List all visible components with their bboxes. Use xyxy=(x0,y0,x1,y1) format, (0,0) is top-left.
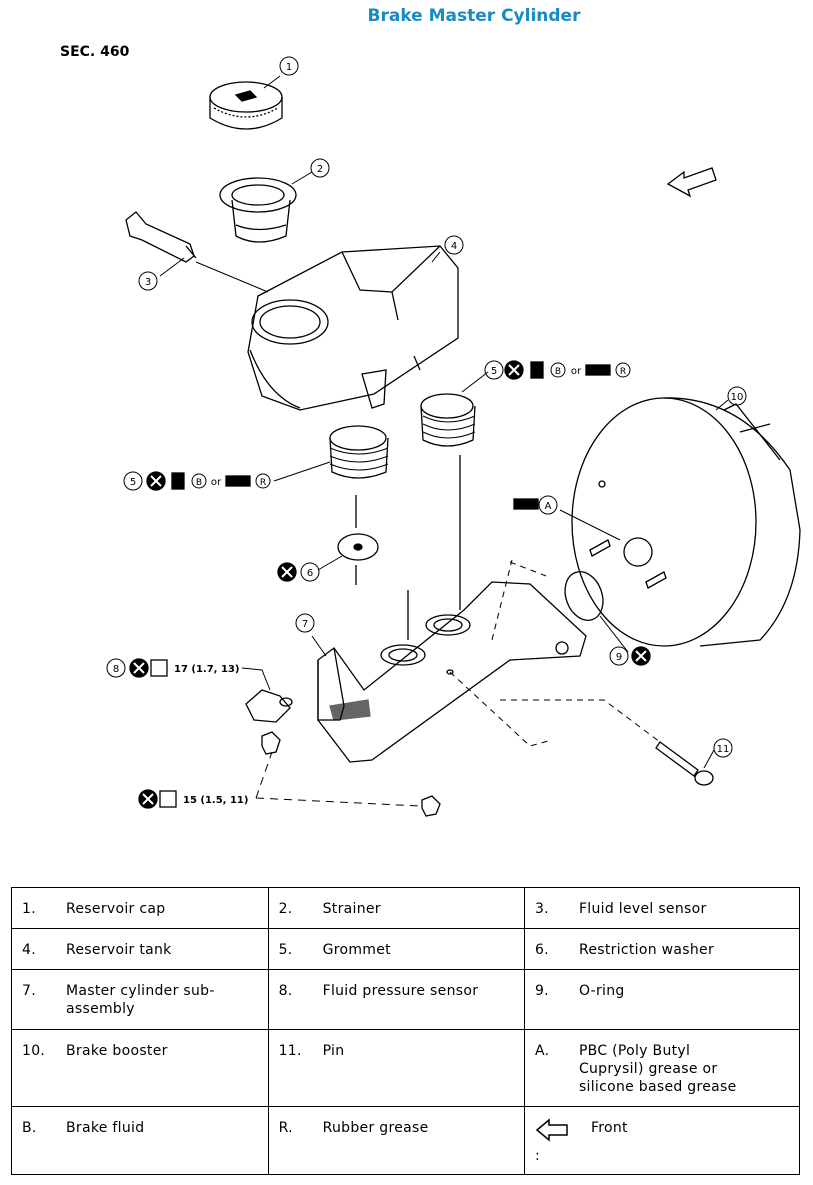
master-cylinder-part xyxy=(317,455,587,763)
callout-2: 2 xyxy=(317,164,323,175)
callout-6: 6 xyxy=(307,568,313,579)
or-lower: or xyxy=(211,477,222,488)
section-label: SEC. 460 xyxy=(60,44,130,60)
torque-label-15: 15 (1.5, 11) xyxy=(183,795,248,806)
callout-8: 8 xyxy=(113,664,119,675)
fluid-pressure-sensor-part xyxy=(245,689,293,723)
callout-1: 1 xyxy=(286,62,292,73)
callout-5-lower: 5 xyxy=(130,477,136,488)
page-title: Brake Master Cylinder xyxy=(367,6,581,26)
fluid-level-sensor-part xyxy=(125,211,197,263)
legend-text: PBC (Poly Butyl Cuprysil) grease or sili… xyxy=(578,1043,737,1095)
legend-num: 7. xyxy=(22,983,36,999)
callout-b-upper: B xyxy=(555,367,561,377)
reservoir-tank-part xyxy=(247,245,459,411)
callout-3: 3 xyxy=(145,277,151,288)
legend-row: 7. Master cylinder sub-assembly 8. Fluid p… xyxy=(11,969,801,1030)
callout-10: 10 xyxy=(731,392,744,403)
legend-num: 4. xyxy=(22,942,36,958)
legend-num: : xyxy=(534,1148,540,1164)
legend-text: Brake fluid xyxy=(66,1120,145,1136)
legend-row: 10. Brake booster 11. Pin A. PBC (Poly Buty… xyxy=(11,1029,801,1107)
nut-upper-part xyxy=(261,731,281,755)
strainer-part xyxy=(219,177,297,243)
legend-row: 4. Reservoir tank 5. Grommet 6. Restriction… xyxy=(11,928,801,970)
callout-11: 11 xyxy=(717,744,730,755)
legend-text: Restriction washer xyxy=(578,942,715,958)
brake-booster-part xyxy=(571,397,801,647)
legend-text: Reservoir tank xyxy=(66,942,172,958)
nut-lower-part xyxy=(421,795,441,817)
callout-4: 4 xyxy=(451,241,457,252)
legend-num: 2. xyxy=(278,901,293,917)
legend-text: O-ring xyxy=(578,983,625,999)
torque-label-8: 17 (1.7, 13) xyxy=(174,664,239,675)
x-mark-icons xyxy=(133,364,647,805)
legend-row: 1. Reservoir cap 2. Strainer 3. Fluid level… xyxy=(11,887,801,929)
callout-r-lower: R xyxy=(260,478,266,488)
callout-r-upper: R xyxy=(620,367,626,377)
legend-text: Master cylinder sub-assembly xyxy=(66,983,215,1017)
restriction-washer-part xyxy=(337,533,379,561)
callout-7: 7 xyxy=(302,619,308,630)
legend-num: 10. xyxy=(22,1043,46,1059)
legend-text: Reservoir cap xyxy=(66,901,166,917)
callout-5-upper: 5 xyxy=(491,366,497,377)
o-ring-part xyxy=(564,571,604,621)
callout-b-lower: B xyxy=(196,478,202,488)
legend-text: Fluid level sensor xyxy=(578,901,707,917)
legend-text: Strainer xyxy=(322,901,381,917)
legend-num: B. xyxy=(22,1120,37,1136)
exploded-diagram: 1 2 3 4 5 5 6 7 8 9 10 11 A B R B R or o… xyxy=(106,56,801,817)
legend-text: Pin xyxy=(322,1043,345,1059)
legend-num: A. xyxy=(534,1043,550,1059)
legend-text: Front xyxy=(590,1120,628,1136)
legend-text: Fluid pressure sensor xyxy=(322,983,479,999)
callout-a: A xyxy=(545,501,552,512)
callout-markers xyxy=(106,56,747,758)
legend-text: Rubber grease xyxy=(322,1120,429,1136)
legend-text: Grommet xyxy=(322,942,391,958)
front-arrow-icon xyxy=(666,167,717,198)
legend-table: 1. Reservoir cap 2. Strainer 3. Fluid level… xyxy=(11,887,801,1175)
pin-part xyxy=(655,741,714,786)
grommet-lower-part xyxy=(329,425,389,479)
callout-9: 9 xyxy=(616,652,622,663)
front-arrow-icon xyxy=(535,1118,568,1142)
legend-num: 6. xyxy=(534,942,549,958)
legend-num: 9. xyxy=(534,983,549,999)
grommet-upper-part xyxy=(420,393,476,447)
legend-num: 1. xyxy=(22,901,36,917)
legend-num: 3. xyxy=(534,901,549,917)
or-upper: or xyxy=(571,366,582,377)
leader-lines xyxy=(159,75,729,807)
legend-row: B. Brake fluid R. Rubber grease : Front xyxy=(11,1106,801,1175)
legend-text: Brake booster xyxy=(66,1043,168,1059)
legend-num: 11. xyxy=(278,1043,302,1059)
legend-num: R. xyxy=(278,1120,293,1136)
legend-num: 8. xyxy=(278,983,293,999)
legend-num: 5. xyxy=(278,942,293,958)
symbol-marks xyxy=(129,360,651,809)
reservoir-cap-part xyxy=(209,81,283,130)
